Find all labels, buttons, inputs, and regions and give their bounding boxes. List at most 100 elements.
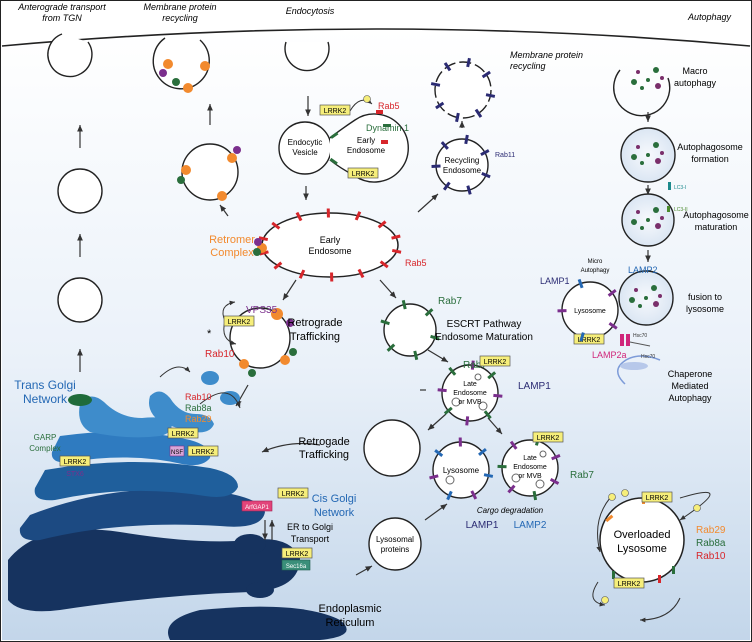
- autophagy-cargo-dot: [646, 153, 650, 157]
- ilv: [539, 450, 547, 458]
- retrograde2-label-2: Trafficking: [299, 449, 349, 461]
- cargo-dot: [217, 191, 227, 201]
- rab5-label: Rab5: [405, 258, 427, 268]
- lysosome-empty: [363, 419, 421, 477]
- membrane-marker: [391, 248, 402, 254]
- endocytic-vesicle-label-1: Endocytic: [288, 138, 323, 147]
- membrane-marker: [413, 350, 419, 361]
- hsc70-label-b: Hsc70: [641, 354, 655, 360]
- membrane-marker: [485, 93, 496, 98]
- cargo-dot: [163, 59, 173, 69]
- dynamin-marker: [383, 124, 391, 127]
- late-endosome-label-2: Endosome: [453, 390, 487, 397]
- vps35-dot: [248, 369, 256, 377]
- retromer-dot: [254, 238, 262, 246]
- autophagy-cargo-dot: [655, 83, 661, 89]
- membrane-marker: [466, 185, 472, 195]
- rab7-top-label: Rab7: [438, 296, 462, 307]
- early-endosome-markers: [258, 208, 402, 282]
- sec16a-badge: [281, 559, 311, 571]
- recycling-endosome-group: [417, 61, 492, 213]
- arrow-escrt-in: [379, 279, 397, 299]
- rab10-golgi-label: Rab10: [185, 392, 212, 402]
- rab29-golgi-label: Rab29: [185, 414, 212, 424]
- hsc70-label-a: Hsc70: [633, 333, 647, 339]
- lc3-marker: [668, 182, 671, 190]
- membrane-marker: [442, 181, 451, 191]
- membrane-marker: [326, 208, 330, 218]
- endocytic-pit: [284, 41, 330, 72]
- garp-complex: [68, 394, 92, 406]
- cis-label-2: Network: [314, 507, 355, 519]
- membrane-marker: [391, 234, 401, 240]
- membrane-marker: [424, 308, 434, 317]
- recycling-left-label-1: Membrane protein: [143, 2, 216, 12]
- membrane-marker: [579, 332, 585, 342]
- lysosome-group: [355, 419, 559, 576]
- sec16a-label: Sec16a: [286, 564, 307, 570]
- rab10-marker: [658, 575, 661, 583]
- recycling-vesicle-right: [434, 61, 492, 119]
- membrane-marker: [380, 319, 390, 326]
- cma-cargo: [617, 355, 661, 385]
- autophagy-cargo-dot: [646, 78, 650, 82]
- lrrk2-badge-text: LRRK2: [228, 319, 251, 326]
- membrane-marker: [298, 269, 306, 279]
- early-endosome-label-1: Early: [320, 235, 341, 245]
- rab5-marker: [376, 110, 383, 114]
- lamp2a-marker: [626, 334, 630, 346]
- lrrk2-badge: [167, 427, 199, 439]
- retrograde-label-2: Trafficking: [290, 331, 340, 343]
- vps35-dot: [239, 359, 249, 369]
- lrrk2-badge: [319, 104, 351, 116]
- membrane-marker: [577, 278, 584, 289]
- ilv: [451, 397, 461, 407]
- autophagy-cargo-dot: [640, 86, 644, 90]
- lc3i-label: LC3-I: [674, 185, 686, 191]
- rab29-marker: [605, 514, 614, 523]
- autophagy-cargo-dot: [636, 70, 640, 74]
- arrow-retro2: [261, 442, 321, 453]
- autophagy-cargo-dot: [631, 154, 637, 160]
- rab8a-golgi-label: Rab8a: [185, 403, 212, 413]
- er-exit-site: [246, 582, 274, 598]
- budding-vesicle-top: [47, 33, 93, 78]
- membrane-marker: [259, 250, 269, 256]
- autophagy-cargo-dot: [660, 216, 664, 220]
- fusion-label-1: fusion to: [688, 292, 722, 302]
- vps35-label: VPS35: [246, 305, 278, 316]
- er-label-2: Reticulum: [326, 617, 375, 629]
- phospho-dot: [601, 596, 609, 604]
- membrane-marker: [295, 211, 303, 222]
- rab8a-marker: [672, 566, 675, 574]
- arfgap-label: ArfGAP1: [245, 505, 269, 511]
- membrane-marker: [481, 171, 491, 179]
- cargo-label: Cargo degradation: [477, 506, 544, 515]
- rab8a-overloaded-label: Rab8a: [696, 538, 726, 549]
- lysosomal-proteins-vesicle: [368, 517, 422, 571]
- lrrk2-badge-text: LRRK2: [286, 551, 309, 558]
- arrow-retro-in: [282, 279, 297, 301]
- overloaded-label-2: Lysosome: [617, 543, 667, 555]
- membrane-marker: [271, 221, 281, 230]
- membrane-marker: [470, 360, 475, 370]
- arrow-recyc-2: [219, 204, 229, 217]
- autophagy-title: Autophagy: [687, 12, 732, 22]
- vps35-dot: [271, 308, 283, 320]
- late-endosome-label-1: Late: [463, 381, 477, 388]
- membrane-marker: [386, 343, 396, 352]
- escrt-group: [379, 279, 503, 435]
- lrrk2-arc: [679, 491, 711, 521]
- arfgap-badge: [241, 500, 273, 512]
- autophagy-cargo-dot: [644, 296, 648, 300]
- rab10-overloaded-label: Rab10: [696, 551, 726, 562]
- membrane-marker: [440, 141, 449, 150]
- escrt-label-2: Endosome Maturation: [435, 332, 533, 343]
- hsc70-blob: [620, 362, 648, 370]
- er-label-1: Endoplasmic: [319, 603, 382, 615]
- cma-label-1: Chaperone: [668, 369, 713, 379]
- er-sheet: [8, 529, 300, 612]
- autophagy-cargo-dot: [655, 223, 661, 229]
- autophagy-column: [561, 69, 676, 385]
